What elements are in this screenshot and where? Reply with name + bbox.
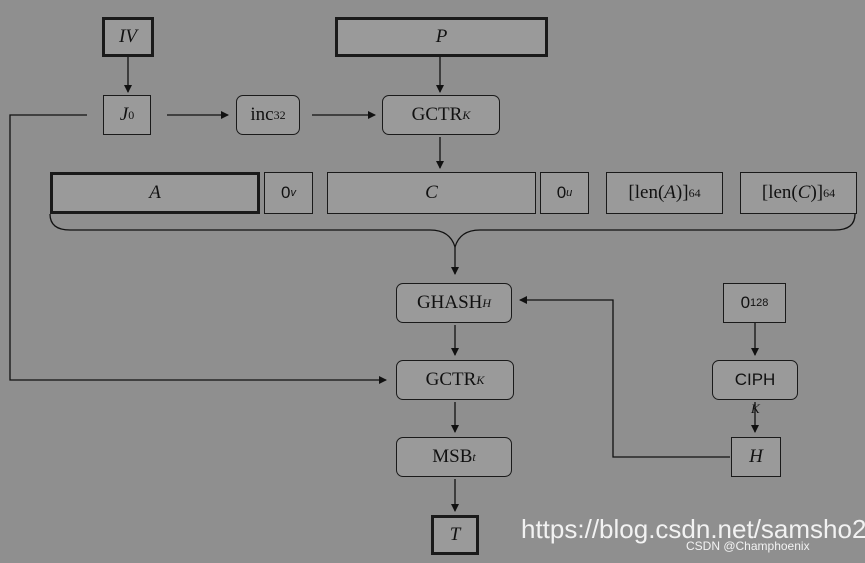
gctr-top-label: GCTR (411, 104, 463, 125)
ciph-box: CIPH (712, 360, 798, 400)
tag-box: T (431, 515, 479, 555)
len-a-prefix: [len( (628, 182, 665, 203)
hash-key-box: H (731, 437, 781, 477)
len-a-suffix: )] (675, 182, 689, 203)
wire-h-to-ghash (519, 296, 730, 458)
zero-u-label: 0 (556, 183, 567, 202)
iv-label: IV (119, 26, 137, 47)
msb-label: MSB (432, 446, 473, 467)
ciphertext-box: C (327, 172, 536, 214)
len-c-suffix: )] (810, 182, 824, 203)
len-c-prefix: [len( (761, 182, 798, 203)
len-c-box: [len(C)]64 (740, 172, 857, 214)
hash-key-label: H (749, 446, 763, 467)
len-c-var: C (797, 182, 811, 203)
iv-box: IV (102, 17, 154, 57)
ciphertext-label: C (425, 182, 438, 203)
plaintext-box: P (335, 17, 548, 57)
watermark-url: https://blog.csdn.net/samsho2 (521, 514, 865, 544)
aad-box: A (50, 172, 260, 214)
len-a-var: A (664, 182, 676, 203)
ciph-key-label: K (751, 401, 760, 416)
concat-brace (49, 213, 856, 250)
zero-v-label: 0 (281, 183, 291, 202)
zero-128-label: 0 (740, 293, 751, 312)
ciph-label: CIPH (734, 370, 776, 389)
plaintext-label: P (435, 26, 448, 47)
watermark-credit: CSDN @Champhoenix (686, 539, 810, 553)
gctr-bottom-label: GCTR (425, 369, 477, 390)
inc32-label: inc (250, 104, 274, 125)
wire-j0-to-gctr-bottom (9, 114, 387, 384)
tag-label: T (449, 524, 461, 545)
j0-label: J (119, 104, 129, 125)
aad-label: A (149, 182, 161, 203)
ghash-label: GHASH (416, 292, 483, 313)
len-a-box: [len(A)]64 (606, 172, 723, 214)
